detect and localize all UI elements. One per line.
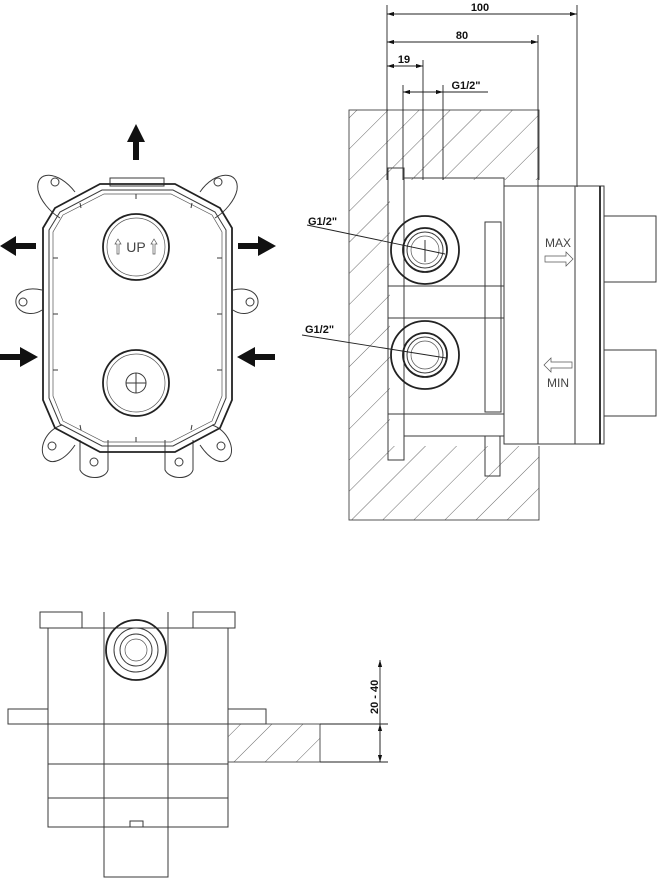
crosshair-icon xyxy=(125,372,147,394)
direction-arrow-left-icon xyxy=(0,236,36,256)
bottom-view: 20 - 40 xyxy=(7,611,388,878)
bottom-knob xyxy=(102,349,170,417)
top-knob: MAX UP xyxy=(102,213,170,281)
up-arrow-icon xyxy=(114,238,158,255)
thread-label-upper: G1/2" xyxy=(308,216,337,228)
leader-line-upper xyxy=(306,224,446,255)
mixer-body-side xyxy=(387,167,657,477)
min-label: MIN xyxy=(547,376,569,390)
up-label: UP xyxy=(126,239,145,255)
side-view: 100 80 19 G1/2" xyxy=(301,2,657,521)
bottom-port xyxy=(105,619,167,681)
direction-arrow-up-icon xyxy=(127,124,145,160)
port-upper xyxy=(390,215,460,285)
mixer-body-front xyxy=(42,177,233,453)
dimension-body: 80 xyxy=(456,30,468,42)
port-lower xyxy=(390,320,460,390)
min-arrow-icon xyxy=(543,357,573,373)
mounting-ears xyxy=(15,174,259,478)
direction-arrow-inward-right-icon xyxy=(237,347,275,367)
max-arrow-icon xyxy=(544,251,574,267)
direction-arrow-inward-left-icon xyxy=(0,347,38,367)
max-label: MAX xyxy=(545,236,571,250)
wall-section-bottom xyxy=(227,723,321,763)
thread-label-lower: G1/2" xyxy=(305,324,334,336)
wall-depth-label: 20 - 40 xyxy=(369,680,381,714)
wall-section xyxy=(348,109,540,521)
direction-arrow-right-icon xyxy=(238,236,276,256)
dimension-lines xyxy=(386,5,578,187)
front-view: MAX UP xyxy=(0,124,276,478)
dimension-overall: 100 xyxy=(471,2,489,14)
dimension-thread-top: G1/2" xyxy=(451,80,480,92)
leader-line-lower xyxy=(301,334,447,359)
dimension-offset: 19 xyxy=(398,54,410,66)
